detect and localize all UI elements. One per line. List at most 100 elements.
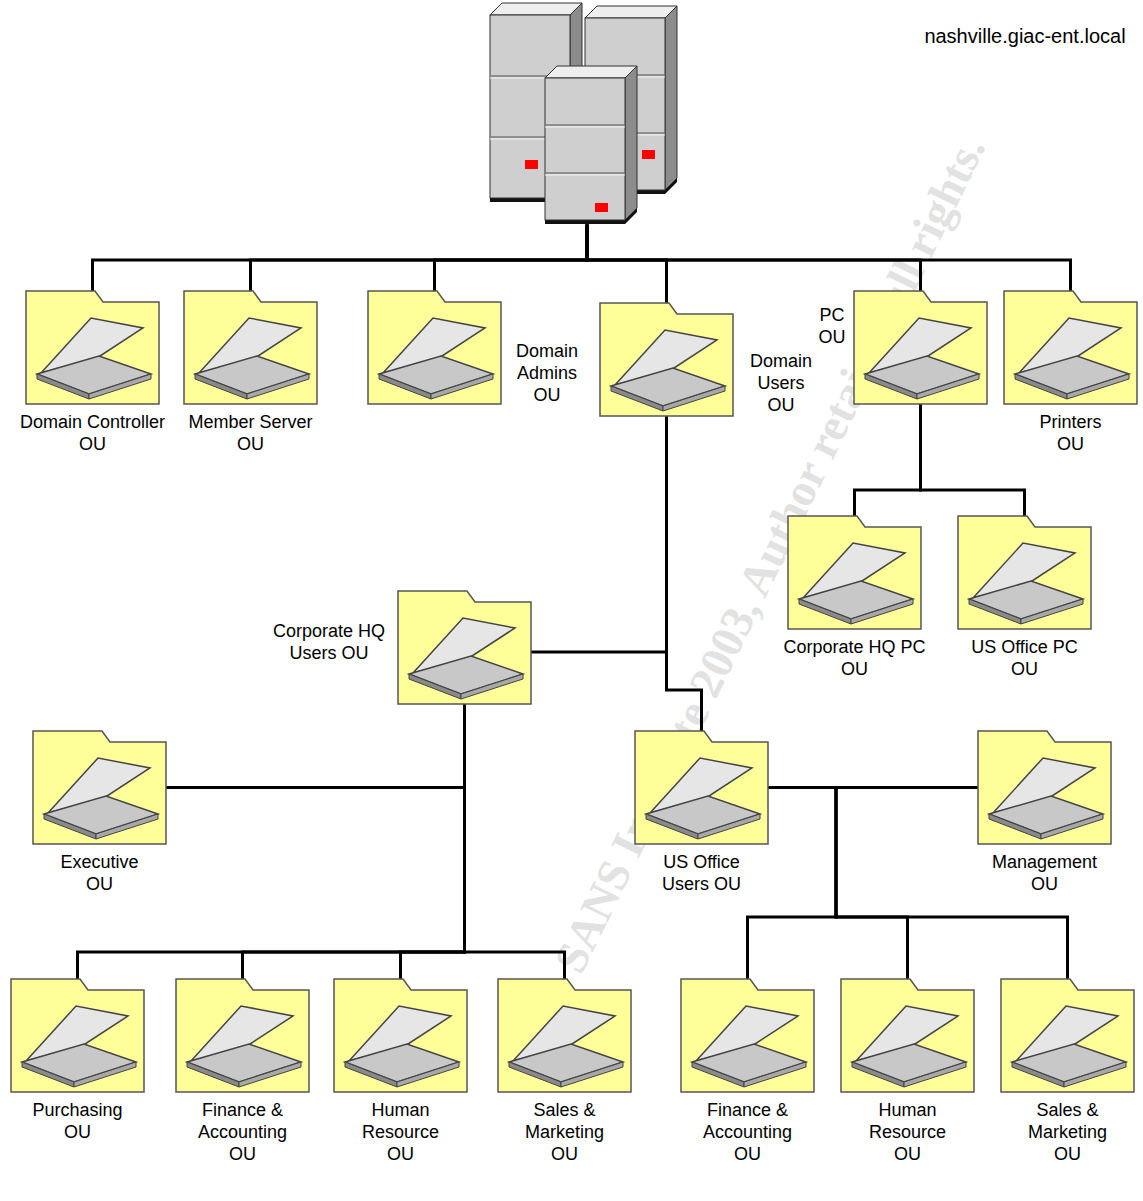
tree-connector: [667, 417, 702, 730]
ou-folder: Management OU: [977, 730, 1112, 845]
tree-connector: [921, 405, 1025, 515]
book-edge: [611, 386, 663, 411]
folder-icon: [10, 978, 145, 1093]
folder-shape: [498, 979, 631, 1092]
tree-connector: [855, 405, 921, 515]
book-edge: [22, 1062, 74, 1087]
folder-shape: [26, 291, 159, 404]
folder-icon: [787, 515, 922, 630]
ou-label: Domain Controller OU: [18, 411, 167, 455]
book-base: [692, 1044, 806, 1082]
ou-label: Corporate HQ PC OU: [782, 636, 928, 680]
ou-label: Domain Users OU: [748, 350, 814, 416]
book-edge: [1021, 599, 1083, 624]
ou-folder: Printers OU: [1003, 290, 1138, 405]
book-edge: [431, 374, 493, 399]
book-base: [379, 356, 493, 394]
book-edge: [865, 374, 917, 399]
book-edge: [239, 1062, 301, 1087]
book-edge: [409, 674, 461, 699]
tree-connector: [465, 705, 565, 978]
folder-shape: [184, 291, 317, 404]
folder-icon: [957, 515, 1092, 630]
book-edge: [37, 374, 89, 399]
tower-side: [665, 6, 677, 190]
server-node: nashville.giac-ent.local: [487, 0, 687, 226]
book-edge: [1015, 374, 1067, 399]
folder-icon: [599, 302, 734, 417]
folder-icon: [853, 290, 988, 405]
folder-shape: [368, 291, 501, 404]
book-edge: [646, 814, 698, 839]
book-edge: [44, 814, 96, 839]
book-edge: [89, 374, 151, 399]
book-edge: [663, 386, 725, 411]
book-edge: [379, 374, 431, 399]
tower-divider: [545, 172, 625, 174]
book-base: [611, 368, 725, 406]
book-edge: [561, 1062, 623, 1087]
server-icon: [487, 0, 687, 226]
book-base: [409, 656, 523, 694]
book-edge: [969, 599, 1021, 624]
ou-label: Domain Admins OU: [514, 340, 580, 406]
folder-shape: [958, 516, 1091, 629]
folder-icon: [397, 590, 532, 705]
ou-folder: Domain Users OU: [599, 302, 734, 417]
ou-folder: Human Resource OU: [840, 978, 975, 1093]
ou-label: Human Resource OU: [867, 1099, 948, 1165]
book-base: [852, 1044, 966, 1082]
tree-connector: [435, 226, 588, 290]
watermark-text: © SANS Institute 2003, Author retains fu…: [524, 128, 996, 1022]
folder-shape: [600, 303, 733, 416]
ou-folder: Finance & Accounting OU: [680, 978, 815, 1093]
folder-shape: [788, 516, 921, 629]
book-base: [195, 356, 309, 394]
ou-folder: Sales & Marketing OU: [1000, 978, 1135, 1093]
book-edge: [744, 1062, 806, 1087]
folder-icon: [634, 730, 769, 845]
ou-folder: Corporate HQ PC OU: [787, 515, 922, 630]
ou-label: US Office PC OU: [970, 636, 1080, 680]
ou-label: Member Server OU: [187, 411, 315, 455]
ou-folder: US Office Users OU: [634, 730, 769, 845]
book-edge: [345, 1062, 397, 1087]
folder-icon: [680, 978, 815, 1093]
ou-folder: Human Resource OU: [333, 978, 468, 1093]
tower-side: [625, 66, 637, 220]
book-edge: [1041, 814, 1103, 839]
ou-folder: Domain Admins OU: [367, 290, 502, 405]
book-edge: [989, 814, 1041, 839]
status-led: [642, 150, 655, 159]
book-base: [509, 1044, 623, 1082]
book-edge: [397, 1062, 459, 1087]
folder-shape: [176, 979, 309, 1092]
folder-icon: [183, 290, 318, 405]
folder-icon: [175, 978, 310, 1093]
folder-icon: [1000, 978, 1135, 1093]
folder-icon: [333, 978, 468, 1093]
book-base: [44, 796, 158, 834]
book-base: [187, 1044, 301, 1082]
folder-shape: [33, 731, 166, 844]
server-name: nashville.giac-ent.local: [922, 24, 1128, 48]
folder-shape: [978, 731, 1111, 844]
book-edge: [799, 599, 851, 624]
folder-shape: [334, 979, 467, 1092]
tree-connector: [587, 226, 1071, 290]
book-edge: [852, 1062, 904, 1087]
folder-icon: [367, 290, 502, 405]
book-base: [22, 1044, 136, 1082]
tree-connector: [243, 705, 465, 978]
book-base: [799, 581, 913, 619]
book-base: [969, 581, 1083, 619]
ou-label: PC OU: [817, 304, 847, 348]
folder-icon: [840, 978, 975, 1093]
book-edge: [461, 674, 523, 699]
ou-label: Corporate HQ Users OU: [271, 620, 387, 664]
tower-top: [585, 6, 677, 18]
status-led: [525, 160, 538, 169]
book-base: [646, 796, 760, 834]
ou-label: Human Resource OU: [360, 1099, 441, 1165]
